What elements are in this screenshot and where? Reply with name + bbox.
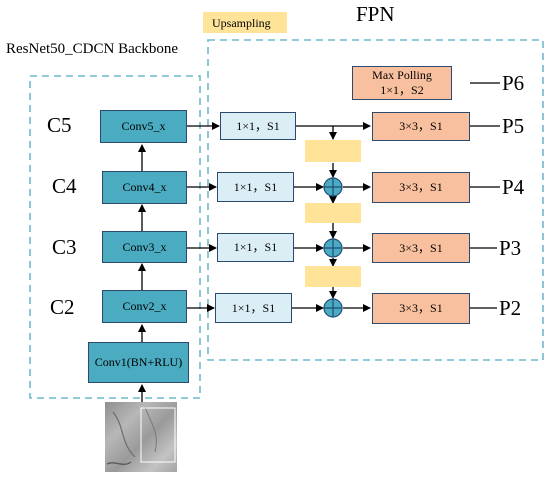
input-image-texture (106, 406, 176, 465)
add-node-p3 (323, 238, 343, 258)
output-label-p2: P2 (499, 296, 522, 320)
conv4-block: Conv4_x (102, 171, 187, 204)
conv1-stem-block: Conv1(BN+RLU) (88, 342, 189, 383)
output-label-p4: P4 (502, 175, 525, 199)
max-pooling-block: Max Polling 1×1，S2 (352, 66, 452, 100)
smooth-conv-p3: 3×3，S1 (372, 233, 470, 263)
level-label-c5: C5 (47, 113, 72, 137)
lateral-conv-p4: 1×1，S1 (217, 172, 294, 202)
conv3-block: Conv3_x (102, 231, 187, 263)
add-node-p4 (323, 177, 343, 197)
level-label-c4: C4 (52, 174, 77, 198)
upsampling-legend-label: Upsampling (212, 16, 271, 30)
upsampling-p4-to-p3 (305, 203, 361, 223)
fpn-title: FPN (356, 2, 395, 26)
conv5-block: Conv5_x (100, 110, 187, 143)
conv2-block: Conv2_x (102, 290, 187, 323)
lateral-conv-p2: 1×1，S1 (215, 293, 292, 323)
output-label-p3: P3 (499, 236, 522, 260)
upsampling-p3-to-p2 (305, 266, 361, 287)
output-label-p5: P5 (502, 114, 525, 138)
smooth-conv-p2: 3×3，S1 (372, 293, 470, 324)
upsampling-legend-swatch (203, 12, 287, 33)
smooth-conv-p4: 3×3，S1 (372, 172, 470, 203)
backbone-title: ResNet50_CDCN Backbone (6, 41, 179, 57)
fpn-region (207, 39, 544, 361)
input-image (105, 402, 177, 472)
backbone-region (29, 75, 201, 399)
level-label-c3: C3 (52, 235, 77, 259)
smooth-conv-p5: 3×3，S1 (372, 112, 470, 141)
upsampling-p5-to-p4 (305, 140, 361, 162)
lateral-conv-p3: 1×1，S1 (217, 233, 294, 262)
level-label-c2: C2 (50, 295, 75, 319)
output-label-p6: P6 (502, 71, 525, 95)
lateral-conv-p5: 1×1，S1 (220, 112, 296, 140)
add-node-p2 (323, 298, 343, 318)
